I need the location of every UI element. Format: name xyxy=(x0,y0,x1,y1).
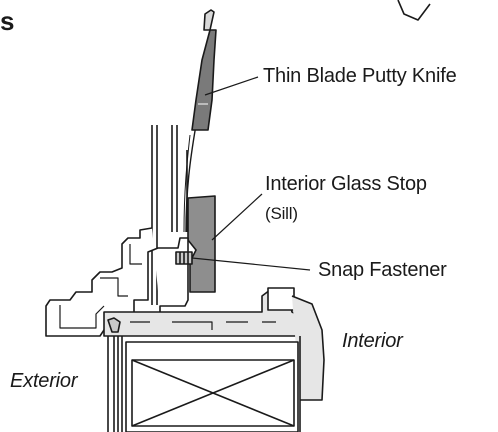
leader-glass-stop xyxy=(211,193,263,241)
label-glass-stop-sub: (Sill) xyxy=(265,204,298,223)
label-interior: Interior xyxy=(342,330,403,352)
inset-sketch xyxy=(397,0,431,21)
sill-frame xyxy=(45,227,189,337)
label-glass-stop: Interior Glass Stop xyxy=(265,173,427,195)
interior-glass-stop xyxy=(187,195,216,293)
label-putty-knife: Thin Blade Putty Knife xyxy=(263,65,457,87)
label-exterior: Exterior xyxy=(10,370,78,392)
snap-fastener xyxy=(175,251,193,265)
anchor-clip xyxy=(107,317,121,333)
label-snap-fastener: Snap Fastener xyxy=(318,259,447,281)
leader-putty-knife xyxy=(204,76,259,96)
edge-fragment-text: s xyxy=(0,6,15,36)
lower-frame xyxy=(107,336,301,432)
putty-knife xyxy=(183,9,217,233)
leader-snap-fastener xyxy=(191,257,311,271)
